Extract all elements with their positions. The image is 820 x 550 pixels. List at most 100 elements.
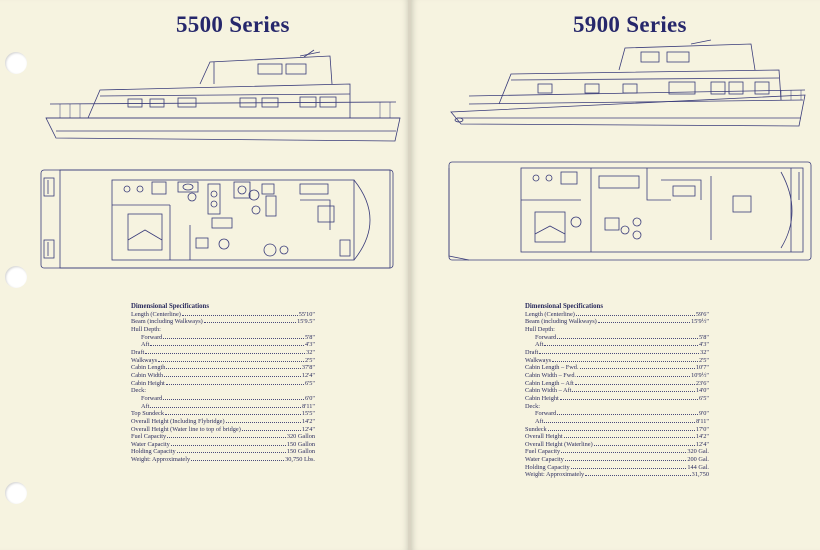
- spec-label: Overall Height (Including Flybridge): [131, 417, 225, 425]
- spec-leader-dots: [585, 475, 691, 477]
- spec-row: Deck:: [131, 387, 315, 395]
- spec-label: Draft: [131, 348, 145, 356]
- floor-plan-drawing-5500: [40, 169, 394, 269]
- spec-leader-dots: [597, 322, 691, 324]
- binder-hole: [5, 482, 27, 504]
- spec-label: Beam (including Walkways): [525, 318, 597, 326]
- spec-label: Walkways: [131, 356, 158, 364]
- spec-label: Forward: [535, 333, 557, 341]
- specs-heading: Dimensional Specifications: [131, 303, 209, 310]
- spec-leader-dots: [164, 414, 301, 416]
- spec-leader-dots: [170, 444, 286, 446]
- spec-label: Hull Depth:: [525, 325, 555, 333]
- spec-leader-dots: [572, 391, 695, 393]
- spec-label: Cabin Length: [131, 364, 166, 372]
- spec-label: Deck:: [131, 387, 147, 395]
- spec-value: 150 Gallon: [286, 448, 315, 456]
- spec-value: 32": [700, 348, 709, 356]
- spec-leader-dots: [579, 368, 695, 370]
- spec-row: Deck:: [525, 403, 709, 411]
- spec-row: Beam (including Walkways)15'9.5": [131, 318, 315, 326]
- spec-value: 8'11": [302, 402, 315, 410]
- spec-leader-dots: [564, 460, 687, 462]
- spec-leader-dots: [163, 398, 304, 400]
- side-profile-drawing-5900: [450, 39, 806, 127]
- spec-label: Hull Depth:: [131, 325, 161, 333]
- spec-value: 10'7": [695, 364, 709, 372]
- spec-label: Cabin Length – Fwd.: [525, 364, 579, 372]
- spec-leader-dots: [561, 452, 687, 454]
- spec-leader-dots: [552, 360, 698, 362]
- spec-leader-dots: [191, 460, 285, 462]
- spec-value: 12'4": [301, 371, 315, 379]
- spec-label: Aft: [535, 417, 544, 425]
- spec-value: 23'6": [695, 379, 709, 387]
- spec-row: Cabin Length 37'8": [131, 364, 315, 372]
- spec-label: Aft: [141, 402, 150, 410]
- spec-leader-dots: [158, 360, 304, 362]
- spec-value: 8'11": [696, 417, 709, 425]
- spec-value: 15'9.5": [297, 318, 315, 326]
- page-5500-series: 5500 Series: [0, 0, 409, 550]
- spec-label: Sundeck: [525, 425, 547, 433]
- profile-and-floorplan-5500: [40, 49, 401, 269]
- spec-label: Length (Centerline): [525, 310, 575, 318]
- spec-label: Cabin Width: [131, 371, 163, 379]
- spec-row: Hull Depth:: [131, 326, 315, 334]
- spec-value: 14'0": [695, 387, 709, 395]
- spec-value: 31,750: [691, 471, 709, 479]
- spec-label: Forward: [535, 410, 557, 418]
- spec-value: 37'8": [301, 364, 315, 372]
- spec-leader-dots: [225, 421, 301, 423]
- specs-list-right: Length (Centerline)59'6"Beam (including …: [525, 311, 709, 479]
- spec-value: 2'5": [304, 356, 315, 364]
- spec-leader-dots: [150, 345, 304, 347]
- spec-leader-dots: [145, 352, 306, 354]
- spec-label: Forward: [141, 394, 163, 402]
- spec-value: 144 Gal.: [687, 463, 709, 471]
- spec-row: Walkways 2'5": [131, 357, 315, 365]
- spec-leader-dots: [593, 444, 695, 446]
- spec-row: Cabin Width 12'4": [131, 372, 315, 380]
- spec-value: 150 Gallon: [286, 440, 315, 448]
- dimensional-specifications-5900: Dimensional Specifications Length (Cente…: [525, 303, 709, 479]
- spec-label: Cabin Height: [525, 394, 559, 402]
- spec-label: Weight: Approximately: [131, 456, 191, 464]
- spec-value: 4'3": [698, 341, 709, 349]
- spec-leader-dots: [563, 437, 695, 439]
- spec-label: Water Capacity: [525, 456, 564, 464]
- spec-label: Overall Height (Waterline): [525, 440, 593, 448]
- spec-leader-dots: [241, 429, 301, 431]
- spec-row: Hull Depth:: [525, 326, 709, 334]
- series-title-5900: 5900 Series: [573, 12, 687, 37]
- spec-leader-dots: [559, 398, 698, 400]
- spec-value: 320 Gallon: [286, 433, 315, 441]
- spec-leader-dots: [547, 429, 695, 431]
- spec-leader-dots: [577, 375, 691, 377]
- specs-list-left: Length (Centerline)55'10"Beam (including…: [131, 311, 315, 464]
- spec-value: 6'0": [304, 394, 315, 402]
- spec-leader-dots: [203, 322, 297, 324]
- spec-leader-dots: [166, 368, 301, 370]
- spec-label: Aft: [141, 341, 150, 349]
- spec-label: Length (Centerline): [131, 310, 181, 318]
